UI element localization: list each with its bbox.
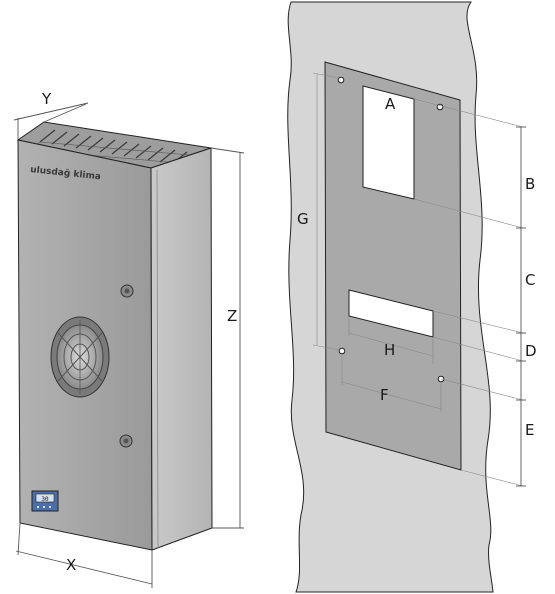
display-panel: 30 [31,490,59,512]
dimension-f: F [341,356,442,412]
screw-icon [119,434,133,448]
screw-icon [120,284,134,298]
label-c: C [525,271,535,289]
label-b: B [525,175,535,193]
svg-text:Z: Z [227,307,237,325]
svg-text:A: A [385,95,396,113]
dimension-g: G [297,72,341,351]
svg-text:H: H [384,341,395,359]
cabinet-unit: ulusdağ klima 30 [16,121,213,551]
dimension-h: H [348,318,434,364]
dimension-x: X [15,522,153,588]
svg-text:X: X [66,556,76,574]
extension-lines [413,98,524,487]
svg-text:F: F [380,386,389,404]
dimension-z: Z [210,147,245,529]
cabinet-side-face [150,147,213,551]
fan-icon [50,316,110,398]
label-e: E [525,421,534,439]
dimension-right-chain [516,126,526,487]
svg-text:Y: Y [41,90,52,108]
label-d: D [525,342,537,360]
cutout-template: A G H F [287,1,537,593]
display-readout: 30 [41,496,49,503]
svg-text:G: G [297,210,309,228]
dimension-y: Y [13,90,89,140]
